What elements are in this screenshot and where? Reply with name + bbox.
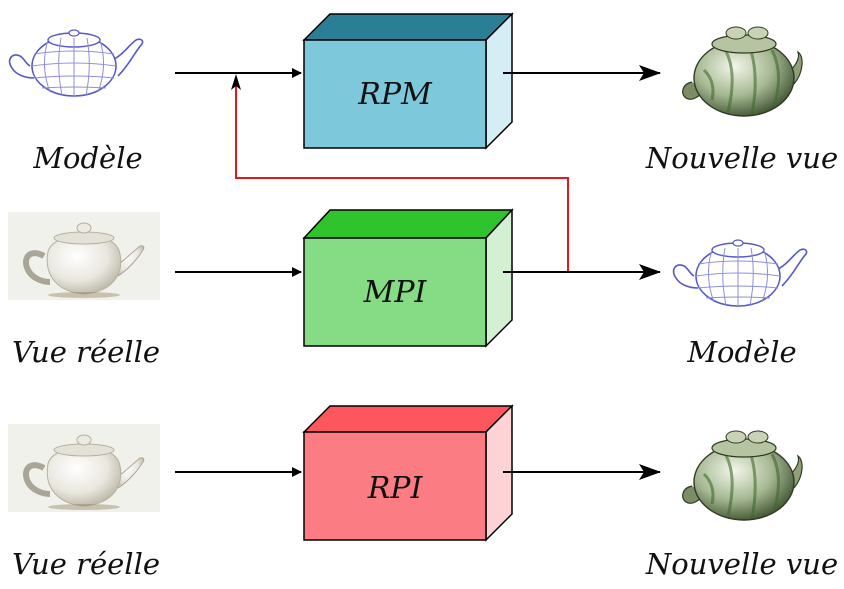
mpi-block: MPI [302,208,514,348]
rpi-block: RPI [302,404,514,542]
input-image-photo-teapot-2 [8,424,160,512]
row2-input-label: Vue réelle [12,335,160,369]
rpi-block-front [303,431,487,541]
rpm-block-label: RPM [357,77,433,112]
rpm-block-front [303,39,487,149]
feedback-arrowhead [231,74,241,90]
mpi-block-label: MPI [363,275,428,310]
output-image-textured-teapot [681,25,804,118]
mpi-block-front [303,237,487,347]
row3-input-label: Vue réelle [12,547,160,581]
rpi-block-top [302,405,514,433]
input-image-photo-teapot [8,212,160,300]
input-image-wireframe-teapot [8,29,144,97]
mpi-block-top [302,209,514,239]
rpm-block: RPM [302,12,514,150]
output-image-wireframe-teapot [672,239,808,307]
feedback-line [235,82,569,272]
rpm-block-top [302,13,514,41]
row1-output-label: Nouvelle vue [645,141,838,175]
output-image-textured-teapot-2 [681,429,804,522]
row1-input-label: Modèle [32,141,142,175]
rpi-block-label: RPI [367,471,424,506]
row2-output-label: Modèle [686,335,796,369]
row3-output-label: Nouvelle vue [645,547,838,581]
